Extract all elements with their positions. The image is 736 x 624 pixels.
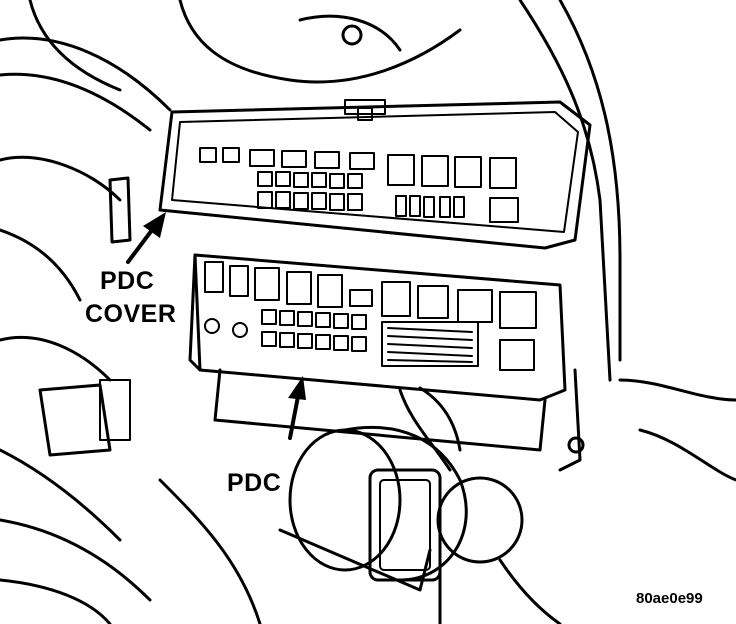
figure-code: 80ae0e99 (636, 590, 703, 607)
foreground-connector (38, 368, 585, 592)
pdc-cover-arrowhead (143, 212, 166, 238)
pdc-arrowhead (288, 376, 306, 400)
pdc-cover-label-line2: COVER (82, 301, 180, 328)
pdc-cover-shape (108, 99, 592, 250)
pdc-label: PDC (224, 470, 285, 497)
pdc-shape (188, 253, 567, 452)
pdc-cover-label-line1: PDC (97, 268, 158, 295)
leader-arrows (126, 220, 302, 440)
